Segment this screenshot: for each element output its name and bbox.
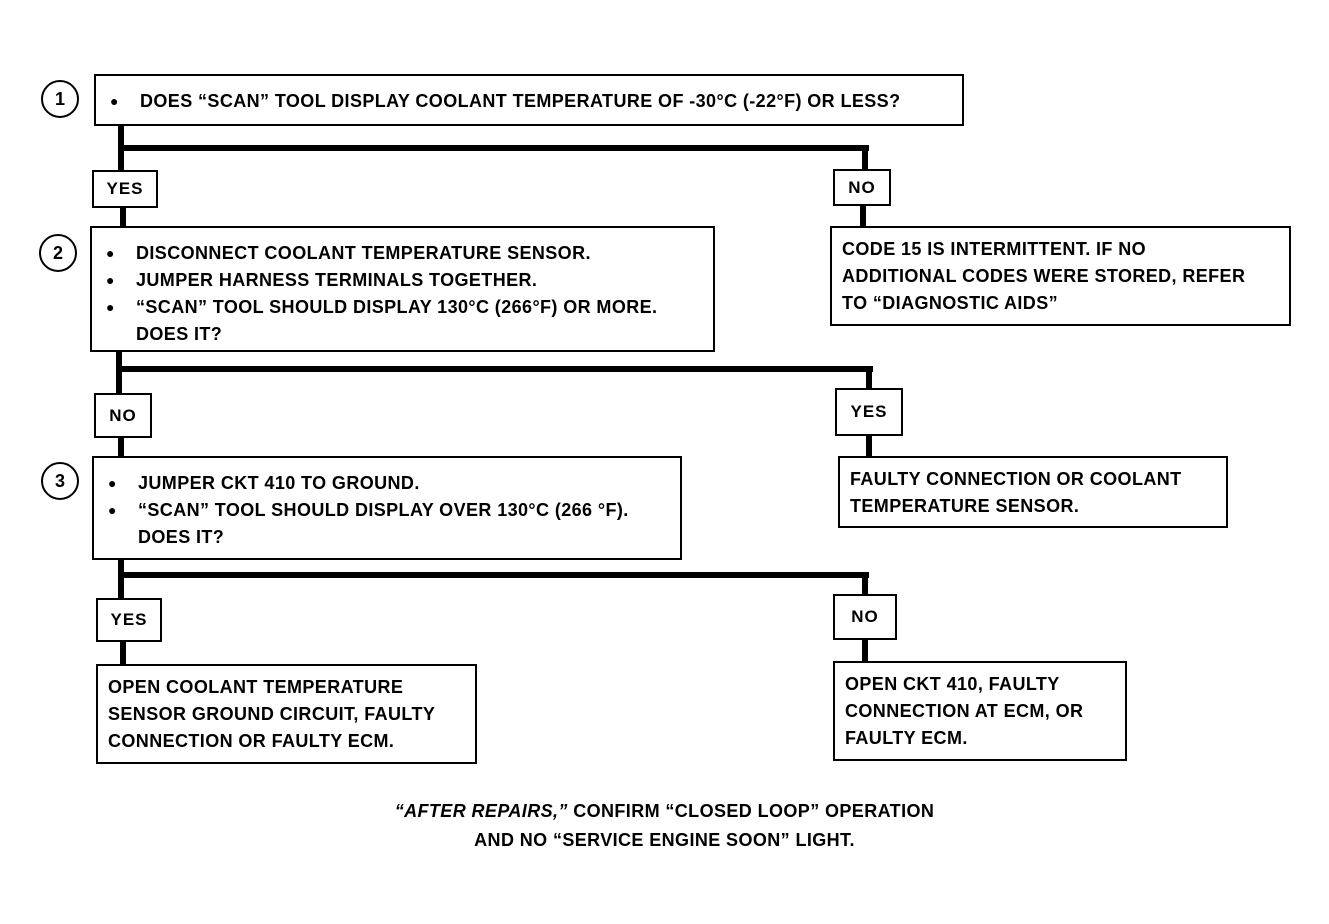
result-line: CODE 15 IS INTERMITTENT. IF NO: [842, 239, 1147, 259]
connector-line: [862, 572, 868, 596]
result-line: FAULTY ECM.: [845, 728, 968, 748]
connector-line: [862, 145, 868, 174]
step-1-yes-label: YES: [92, 170, 158, 208]
result-line: CONNECTION OR FAULTY ECM.: [108, 731, 395, 751]
bullet: ●: [106, 245, 115, 261]
result-faulty-connection: FAULTY CONNECTION OR COOLANT TEMPERATURE…: [838, 456, 1228, 528]
step-3-line-1: JUMPER CKT 410 TO GROUND.: [138, 473, 420, 493]
connector-line: [118, 436, 124, 458]
after-repairs-note: “AFTER REPAIRS,” CONFIRM “CLOSED LOOP” O…: [0, 797, 1329, 855]
bullet: ●: [106, 272, 115, 288]
footer-line-1: CONFIRM “CLOSED LOOP” OPERATION: [567, 801, 935, 821]
step-2-no-label: NO: [94, 393, 152, 438]
connector-line: [866, 366, 872, 390]
connector-line: [860, 204, 866, 226]
step-3-continuation: DOES IT?: [138, 527, 225, 547]
connector-line: [116, 350, 122, 395]
result-line: OPEN COOLANT TEMPERATURE: [108, 677, 404, 697]
step-2-line-1: DISCONNECT COOLANT TEMPERATURE SENSOR.: [136, 243, 591, 263]
result-line: SENSOR GROUND CIRCUIT, FAULTY: [108, 704, 436, 724]
connector-line: [120, 640, 126, 665]
after-repairs-emphasis: “AFTER REPAIRS,”: [394, 801, 568, 821]
bullet: ●: [106, 299, 115, 315]
step-2-line-3: “SCAN” TOOL SHOULD DISPLAY 130°C (266°F)…: [136, 297, 658, 317]
connector-line: [116, 366, 873, 372]
bullet: ●: [108, 475, 117, 491]
connector-line: [866, 434, 872, 456]
step-2-yes-label: YES: [835, 388, 903, 436]
result-open-ground-circuit: OPEN COOLANT TEMPERATURE SENSOR GROUND C…: [96, 664, 477, 764]
bullet: ●: [108, 502, 117, 518]
step-3-line-2: “SCAN” TOOL SHOULD DISPLAY OVER 130°C (2…: [138, 500, 629, 520]
footer-line-2: AND NO “SERVICE ENGINE SOON” LIGHT.: [474, 830, 855, 850]
connector-line: [862, 638, 868, 663]
result-line: OPEN CKT 410, FAULTY: [845, 674, 1060, 694]
step-number-1: 1: [41, 80, 79, 118]
step-3-no-label: NO: [833, 594, 897, 640]
connector-line: [118, 572, 869, 578]
connector-line: [120, 206, 126, 228]
result-code-15-intermittent: CODE 15 IS INTERMITTENT. IF NO ADDITIONA…: [830, 226, 1291, 326]
result-open-ckt-410: OPEN CKT 410, FAULTY CONNECTION AT ECM, …: [833, 661, 1127, 761]
result-line: TEMPERATURE SENSOR.: [850, 496, 1080, 516]
step-2-question: ●DISCONNECT COOLANT TEMPERATURE SENSOR. …: [90, 226, 715, 352]
result-line: CONNECTION AT ECM, OR: [845, 701, 1084, 721]
result-line: ADDITIONAL CODES WERE STORED, REFER: [842, 266, 1246, 286]
step-3-question: ● JUMPER CKT 410 TO GROUND. ● “SCAN” TOOL …: [92, 456, 682, 560]
step-number-2: 2: [39, 234, 77, 272]
bullet: ●: [110, 93, 119, 109]
step-3-yes-label: YES: [96, 598, 162, 642]
connector-line: [118, 558, 124, 600]
step-2-continuation: DOES IT?: [136, 324, 223, 344]
step-2-line-2: JUMPER HARNESS TERMINALS TOGETHER.: [136, 270, 538, 290]
connector-line: [118, 145, 869, 151]
step-1-no-label: NO: [833, 169, 891, 206]
step-1-question: ● DOES “SCAN” TOOL DISPLAY COOLANT TEMPER…: [94, 74, 964, 126]
step-number-3: 3: [41, 462, 79, 500]
step-1-line-1: DOES “SCAN” TOOL DISPLAY COOLANT TEMPERA…: [140, 91, 901, 111]
result-line: TO “DIAGNOSTIC AIDS”: [842, 293, 1059, 313]
result-line: FAULTY CONNECTION OR COOLANT: [850, 469, 1182, 489]
